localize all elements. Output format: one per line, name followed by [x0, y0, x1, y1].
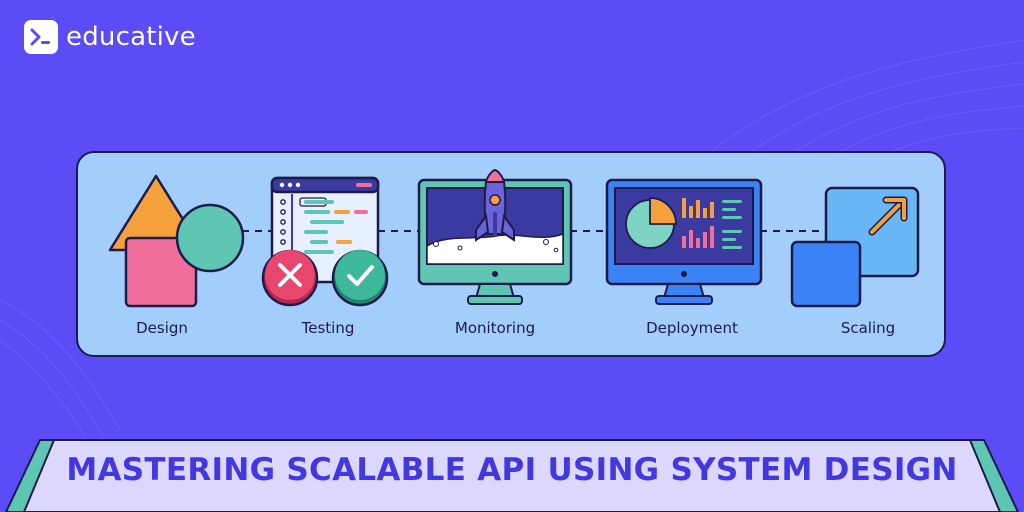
- brand-logo[interactable]: educative: [24, 20, 196, 54]
- stage-deployment[interactable]: [604, 178, 764, 308]
- banner-title: MASTERING SCALABLE API USING SYSTEM DESI…: [66, 452, 958, 488]
- terminal-prompt-icon: [24, 20, 58, 54]
- stage-scaling[interactable]: [790, 186, 922, 310]
- stage-label-design: Design: [136, 319, 188, 337]
- brand-name: educative: [66, 22, 196, 52]
- scale-arrow-icon: [790, 186, 920, 308]
- code-window-icon: [261, 176, 389, 307]
- stage-label-monitoring: Monitoring: [454, 319, 536, 337]
- monitor-rocket-icon: [417, 168, 573, 305]
- title-banner: [4, 439, 1020, 512]
- stage-monitoring[interactable]: [416, 168, 574, 308]
- stage-testing[interactable]: [256, 176, 392, 310]
- stage-label-scaling: Scaling: [840, 319, 896, 337]
- stage-label-testing: Testing: [301, 319, 355, 337]
- shapes-icon: [108, 174, 245, 308]
- stage-design[interactable]: [104, 172, 246, 310]
- stage-label-deployment: Deployment: [646, 319, 738, 337]
- monitor-dashboard-icon: [605, 178, 763, 305]
